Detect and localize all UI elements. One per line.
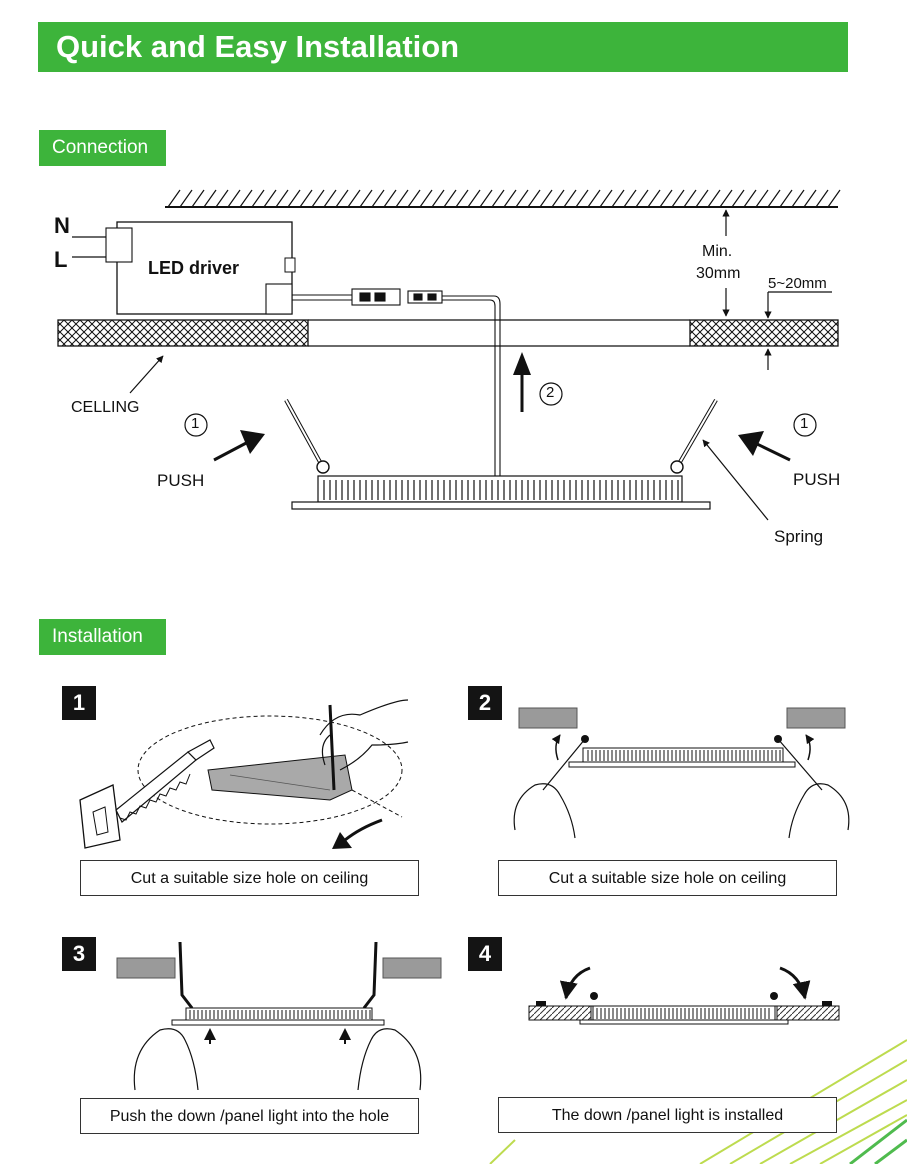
step-2-number: 2 bbox=[468, 686, 502, 720]
upper-ceiling bbox=[165, 189, 841, 208]
panel-light bbox=[284, 398, 718, 510]
step-circle-right: 1 bbox=[800, 415, 809, 432]
wire-l-label: L bbox=[54, 247, 68, 272]
step4-illustration bbox=[528, 966, 840, 1025]
ceiling-pointer bbox=[129, 355, 164, 394]
push-arrow-left bbox=[184, 413, 265, 462]
step-4-number: 4 bbox=[468, 937, 502, 971]
ceiling-thickness-dimension bbox=[764, 291, 832, 370]
step-4-caption: The down /panel light is installed bbox=[498, 1097, 837, 1133]
connection-diagram bbox=[57, 189, 841, 521]
step-1-number: 1 bbox=[62, 686, 96, 720]
step-3-caption: Push the down /panel light into the hole bbox=[80, 1098, 419, 1134]
step2-illustration bbox=[513, 707, 850, 839]
step-2-caption: Cut a suitable size hole on ceiling bbox=[498, 860, 837, 896]
spring-pointer bbox=[702, 439, 769, 521]
page-title: Quick and Easy Installation bbox=[38, 22, 848, 72]
wire-n-label: N bbox=[54, 213, 70, 238]
step-circle-lift: 2 bbox=[546, 384, 555, 401]
section-tag-connection: Connection bbox=[39, 130, 166, 166]
lift-arrow bbox=[513, 352, 563, 412]
spring-label: Spring bbox=[774, 527, 824, 546]
push-right-label: PUSH bbox=[793, 470, 841, 489]
push-left-label: PUSH bbox=[157, 471, 205, 490]
min-label: Min. bbox=[702, 243, 733, 260]
step-3-number: 3 bbox=[62, 937, 96, 971]
led-driver-box bbox=[72, 221, 296, 315]
step1-illustration bbox=[79, 699, 409, 849]
step-circle-left: 1 bbox=[191, 415, 200, 432]
min-value-label: 30mm bbox=[696, 265, 741, 282]
push-arrow-right bbox=[738, 413, 817, 462]
ceiling-label: CELLING bbox=[71, 399, 140, 416]
thickness-label: 5~20mm bbox=[768, 275, 827, 292]
section-tag-installation: Installation bbox=[39, 619, 166, 655]
step-1-caption: Cut a suitable size hole on ceiling bbox=[80, 860, 419, 896]
driver-wire bbox=[292, 288, 501, 478]
led-driver-label: LED driver bbox=[148, 258, 240, 278]
ceiling-slab bbox=[57, 319, 839, 347]
step3-illustration bbox=[116, 941, 442, 1091]
